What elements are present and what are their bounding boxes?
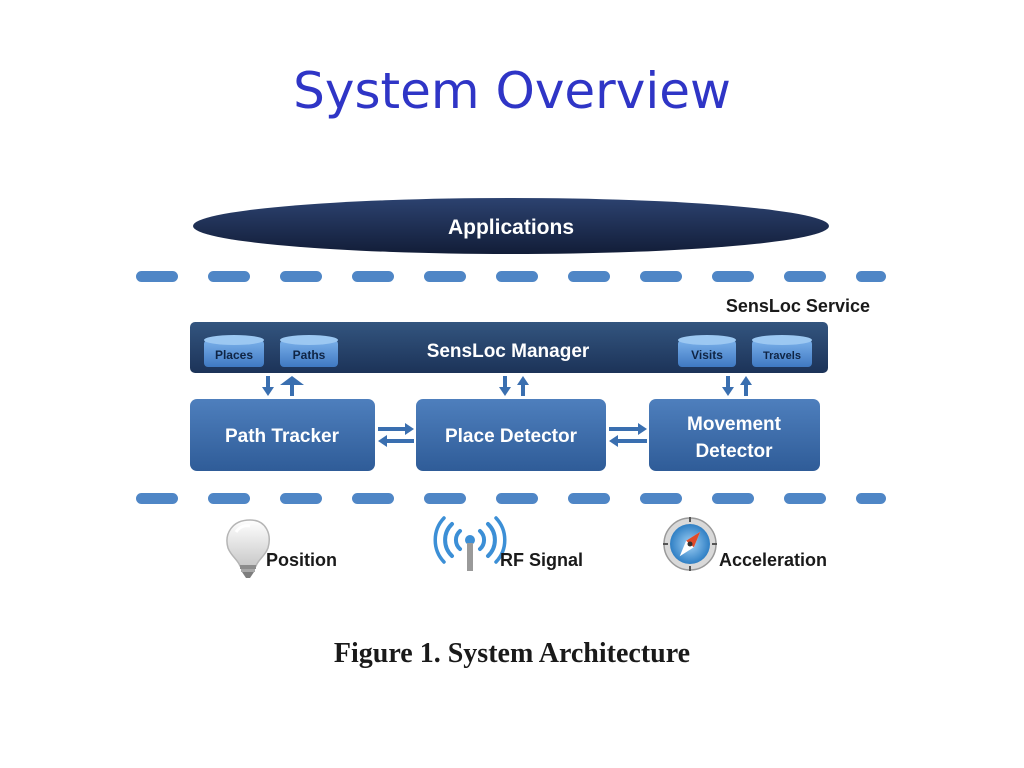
arrow-left-place-to-path [378,435,414,447]
place-detector-label: Place Detector [445,426,578,447]
rf-signal-label: RF Signal [500,550,583,570]
wireless-signal-icon [433,516,507,571]
sensloc-manager: SensLoc Manager Places Paths Visits Trav… [190,322,828,373]
arrow-right-place-to-movement [609,423,647,435]
slide-title: System Overview [293,62,731,120]
applications-layer: Applications [193,198,829,254]
movement-detector-box: Movement Detector [649,399,820,471]
horizontal-arrows [378,423,647,447]
service-boundary-top [136,271,886,282]
arrow-up-path-tracker [280,376,304,396]
path-tracker-box: Path Tracker [190,399,375,471]
sensloc-manager-label: SensLoc Manager [427,341,590,362]
store-travels-label: Travels [763,350,801,362]
arrow-down-movement-detector [722,376,734,396]
movement-detector-label-line1: Movement [687,414,782,435]
movement-detector-label-line2: Detector [695,441,773,462]
vertical-arrows [262,376,752,396]
store-paths-label: Paths [293,348,326,362]
place-detector-box: Place Detector [416,399,606,471]
position-label: Position [266,550,337,570]
service-boundary-bottom [136,493,886,504]
store-places: Places [204,335,264,367]
store-paths: Paths [280,335,338,367]
store-places-label: Places [215,348,253,362]
sensor-acceleration: Acceleration [663,517,827,571]
sensor-rf-signal: RF Signal [433,516,583,571]
store-visits: Visits [678,335,736,367]
applications-label: Applications [448,216,574,239]
arrow-up-movement-detector [740,376,752,396]
arrow-down-path-tracker [262,376,274,396]
path-tracker-label: Path Tracker [225,426,340,447]
sensloc-service-label: SensLoc Service [726,296,870,316]
arrow-up-place-detector [517,376,529,396]
arrow-left-movement-to-place [609,435,647,447]
store-travels: Travels [752,335,812,367]
sensor-position: Position [226,519,337,578]
arrow-down-place-detector [499,376,511,396]
arrow-right-path-to-place [378,423,414,435]
figure-caption: Figure 1. System Architecture [333,638,691,669]
lightbulb-icon [226,519,270,578]
store-visits-label: Visits [691,348,723,362]
compass-icon [663,517,717,571]
acceleration-label: Acceleration [719,550,827,570]
